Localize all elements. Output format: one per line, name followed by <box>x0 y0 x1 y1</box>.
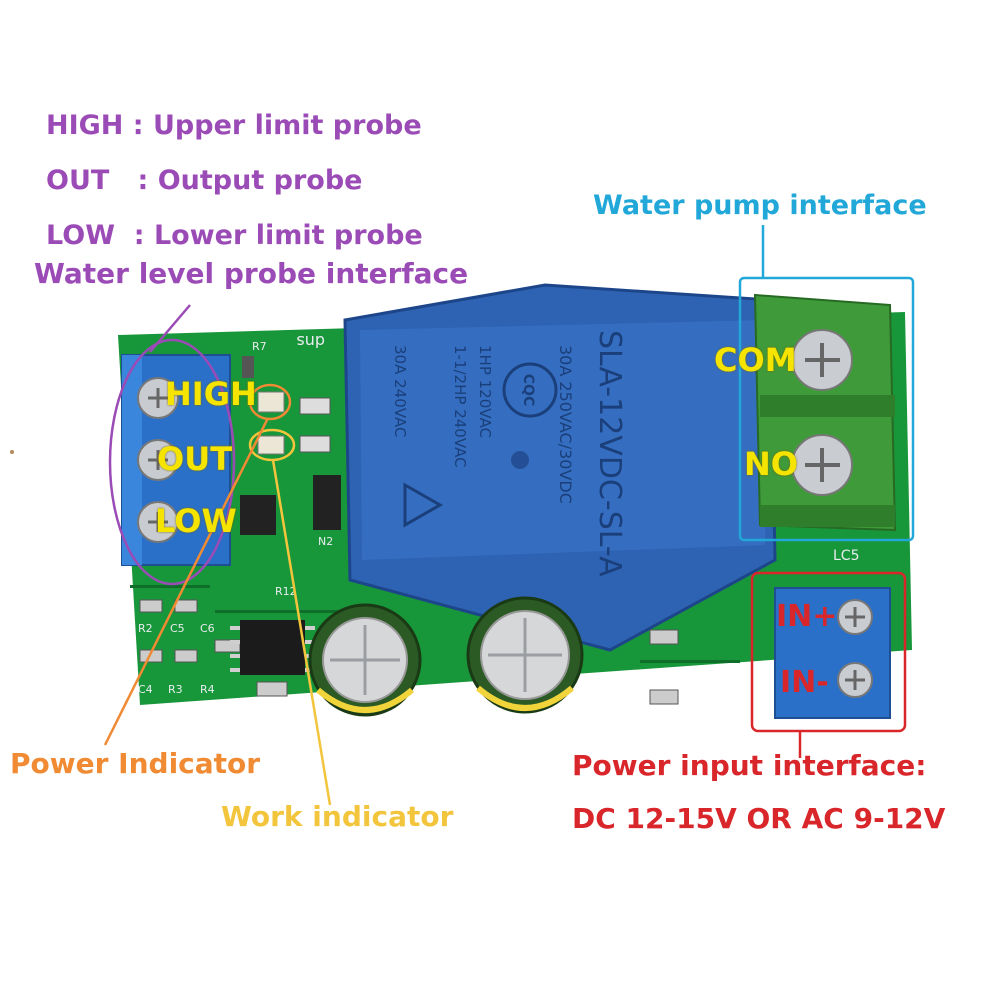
power-input-spec: DC 12-15V OR AC 9-12V <box>572 802 946 835</box>
terminal-label-low: LOW <box>155 502 237 540</box>
relay-cqc-logo: CQC <box>520 374 536 406</box>
probe-highlight-ellipse <box>108 338 236 586</box>
work-led-highlight <box>248 428 296 462</box>
silk-r2: R2 <box>138 622 153 635</box>
pump-terminal-block <box>753 293 897 532</box>
power-indicator-leader <box>103 417 270 746</box>
probe-interface-label: Water level probe interface <box>34 257 469 290</box>
terminal-label-high: HIGH <box>165 375 257 413</box>
silk-c6: C6 <box>200 622 215 635</box>
power-led-highlight <box>248 383 292 421</box>
silk-lc: LC5 <box>833 548 859 564</box>
silk-r3: R3 <box>168 683 183 696</box>
probe-leader-line <box>149 304 191 353</box>
silk-dns: dns <box>296 332 325 351</box>
relay-rating-2: 1HP 120VAC <box>476 345 494 438</box>
terminal-label-out: OUT <box>157 440 233 478</box>
power-input-label: Power input interface: <box>572 749 927 782</box>
capacitor-left <box>308 603 422 717</box>
legend-high: HIGH : Upper limit probe <box>46 110 422 141</box>
pump-interface-label: Water pump interface <box>593 190 927 221</box>
terminal-label-in-minus: IN- <box>780 665 829 700</box>
work-indicator-label: Work indicator <box>221 800 454 833</box>
work-indicator-led <box>257 435 285 455</box>
legend-low: LOW : Lower limit probe <box>46 220 423 251</box>
work-indicator-leader <box>271 459 332 806</box>
terminal-label-in-plus: IN+ <box>776 599 838 634</box>
relay-rating-1: 30A 250VAC/30VDC <box>556 345 575 504</box>
silk-r4: R4 <box>200 683 215 696</box>
terminal-label-no: NO <box>744 445 798 483</box>
relay-rating-3: 1-1/2HP 240VAC <box>451 345 469 468</box>
relay-model: SLA-12VDC-SL-A <box>592 330 627 577</box>
stray-dot <box>10 450 14 454</box>
power-indicator-led <box>257 391 285 413</box>
silkscreen-labels: dns R7 N2 R12 R2 C5 C6 C4 R3 R4 LC5 <box>138 332 859 696</box>
power-indicator-label: Power Indicator <box>10 747 261 780</box>
smd-components <box>139 356 679 705</box>
terminal-label-com: COM <box>714 341 797 379</box>
silk-r7: R7 <box>252 340 267 353</box>
pump-interface-highlight <box>738 276 915 542</box>
relay: CQC SLA-12VDC-SL-A 30A 250VAC/30VDC 1HP … <box>343 283 777 652</box>
power-input-highlight <box>750 571 907 733</box>
relay-cqc-logo-ring <box>502 362 558 418</box>
power-input-terminal-block <box>774 587 891 719</box>
pcb-traces <box>130 585 740 663</box>
legend-out: OUT : Output probe <box>46 165 363 196</box>
silk-r12: R12 <box>275 585 297 598</box>
silk-c5: C5 <box>170 622 185 635</box>
capacitor-right <box>466 596 584 714</box>
relay-rating-4: 30A 240VAC <box>391 345 409 438</box>
relay-warning-triangle <box>403 482 444 528</box>
silk-n2: N2 <box>318 535 333 548</box>
silk-c4: C4 <box>138 683 153 696</box>
